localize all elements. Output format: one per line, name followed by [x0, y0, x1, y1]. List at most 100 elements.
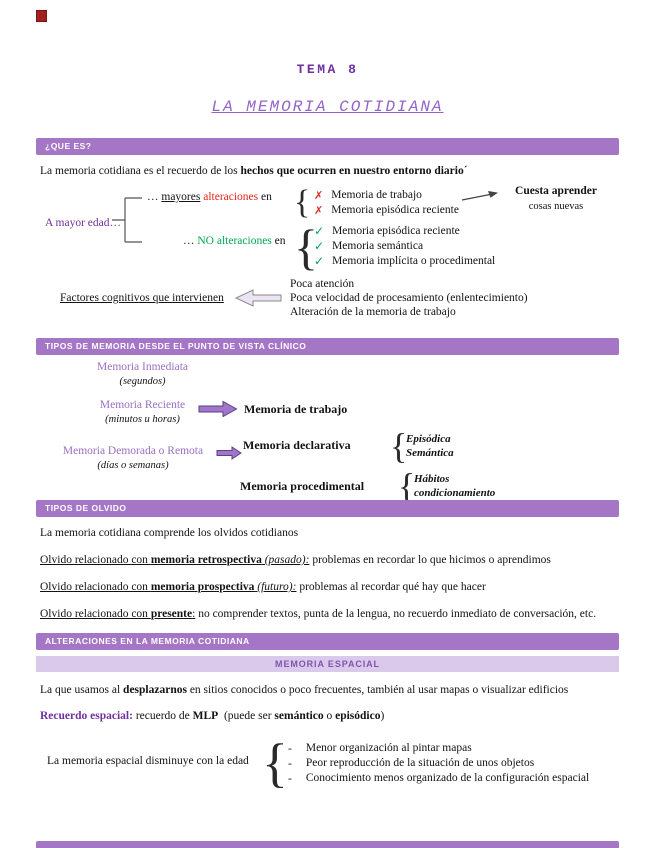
check-items-list: ✓ Memoria episódica reciente ✓ Memoria s… [314, 224, 495, 269]
line2-mlp: MLP [192, 710, 219, 722]
recuerdo-espacial-label: Recuerdo espacial: [40, 710, 133, 722]
espacial-line2: Recuerdo espacial: recuerdo de MLP (pued… [40, 709, 384, 724]
cross-item-label: Memoria de trabajo [331, 189, 422, 201]
check-item-label: Memoria semántica [332, 240, 424, 252]
olvido-item: Olvido relacionado con memoria retrospec… [40, 553, 551, 568]
olvido-bold: presente [150, 608, 193, 620]
procedimental-item: Hábitos [414, 473, 450, 485]
espacial-item-label: Peor reproducción de la situación de uno… [305, 757, 535, 769]
green-check-icon: ✓ [314, 254, 325, 268]
subsection-header-memoria-espacial: MEMORIA ESPACIAL [36, 656, 619, 672]
thick-arrow-right-icon [198, 400, 238, 418]
factor-item: Alteración de la memoria de trabajo [290, 306, 456, 318]
green-check-icon: ✓ [314, 239, 325, 253]
declarativa-items: Episódica Semántica [406, 432, 454, 460]
red-x-icon: ✗ [314, 189, 324, 202]
arrow-right-icon [460, 188, 500, 204]
memoria-inmediata-block: Memoria Inmediata (segundos) [60, 360, 225, 388]
red-x-icon: ✗ [314, 204, 324, 217]
memoria-demorada-block: Memoria Demorada o Remota (días o semana… [38, 444, 228, 472]
olvido-pre: Olvido relacionado con [40, 581, 151, 593]
olvido-colon: : [192, 608, 196, 620]
section-header-olvido: TIPOS DE OLVIDO [36, 500, 619, 517]
olvido-bold: memoria retrospectiva [150, 554, 262, 566]
section-header-clinico: TIPOS DE MEMORIA DESDE EL PUNTO DE VISTA… [36, 338, 619, 355]
list-item: - Menor organización al pintar mapas [288, 741, 589, 756]
cuesta-normal: cosas nuevas [528, 201, 584, 212]
olvido-item: Olvido relacionado con presente: no comp… [40, 607, 596, 622]
line1-bold: desplazarnos [123, 684, 187, 696]
memoria-inmediata-label: Memoria Inmediata [96, 361, 188, 373]
section-header-alteraciones: ALTERACIONES EN LA MEMORIA COTIDIANA [36, 633, 619, 650]
a-mayor-edad-label: A mayor edad… [45, 217, 122, 229]
arrow-left-outline-icon [234, 288, 282, 308]
cuesta-bold: Cuesta aprender [515, 185, 597, 197]
cross-items-list: ✗ Memoria de trabajo ✗ Memoria episódica… [314, 188, 459, 218]
declarativa-item: Semántica [406, 447, 454, 459]
line2-e: o [323, 710, 336, 722]
no-post: en [271, 235, 286, 247]
espacial-edad-label: La memoria espacial disminuye con la eda… [47, 755, 249, 767]
olvido-italic: (futuro): [254, 581, 297, 593]
memoria-reciente-label: Memoria Reciente [99, 399, 186, 411]
check-item-label: Memoria episódica reciente [332, 225, 460, 237]
line2-c: (puede ser [218, 710, 275, 722]
brace-icon: { [294, 219, 318, 275]
no-pre: … [183, 235, 198, 247]
declarativa-item: Episódica [406, 433, 451, 445]
memoria-reciente-block: Memoria Reciente (minutos u horas) [60, 398, 225, 426]
check-item-label: Memoria implícita o procedimental [332, 255, 496, 267]
mayores-pre: … [147, 191, 162, 203]
olvido-intro: La memoria cotidiana comprende los olvid… [40, 527, 299, 539]
green-check-icon: ✓ [314, 224, 325, 238]
procedimental-item: condicionamiento [414, 487, 496, 499]
dash-bullet: - [288, 772, 292, 785]
brace-icon: { [398, 466, 416, 506]
espacial-item-label: Conocimiento menos organizado de la conf… [305, 772, 590, 784]
fork-connector-icon [112, 192, 144, 246]
alteraciones-word-red: alteraciones [203, 191, 259, 203]
no-alteraciones-green: NO alteraciones [197, 235, 272, 247]
list-item: ✓ Memoria episódica reciente [314, 224, 495, 239]
olvido-pre: Olvido relacionado con [40, 608, 151, 620]
list-item: - Conocimiento menos organizado de la co… [288, 771, 589, 786]
espacial-line1: La que usamos al desplazarnos en sitios … [40, 683, 568, 698]
bottom-bar [36, 841, 619, 848]
memoria-demorada-label: Memoria Demorada o Remota [62, 445, 204, 457]
olvido-item: Olvido relacionado con memoria prospecti… [40, 580, 486, 595]
no-alteraciones-line: … NO alteraciones en [183, 234, 286, 249]
line2-episodico: episódico [335, 710, 381, 722]
olvido-rest: problemas al recordar qué hay que hacer [296, 581, 486, 593]
line2-semantico: semántico [274, 710, 324, 722]
list-item: ✓ Memoria semántica [314, 239, 495, 254]
memoria-trabajo-label: Memoria de trabajo [244, 402, 348, 416]
olvido-bold: memoria prospectiva [150, 581, 255, 593]
mayores-word: mayores [161, 191, 201, 203]
factor-item: Poca velocidad de procesamiento (enlente… [290, 292, 528, 304]
brace-icon: { [294, 184, 311, 221]
memoria-demorada-sub: (días o semanas) [97, 460, 169, 471]
memoria-inmediata-sub: (segundos) [119, 376, 166, 387]
olvido-rest: problemas en recordar lo que hicimos o a… [309, 554, 551, 566]
olvido-rest: no comprender textos, punta de la lengua… [195, 608, 597, 620]
page-title: TEMA 8 [296, 62, 359, 77]
list-item: - Peor reproducción de la situación de u… [288, 756, 589, 771]
cuesta-aprender-note: Cuesta aprender cosas nuevas [498, 184, 614, 214]
memoria-procedimental-label: Memoria procedimental [240, 479, 365, 493]
dash-bullet: - [288, 757, 292, 770]
list-item: ✓ Memoria implícita o procedimental [314, 254, 495, 269]
intro-normal: La memoria cotidiana es el recuerdo de l… [40, 165, 241, 177]
page-subtitle: LA MEMORIA COTIDIANA [211, 98, 444, 116]
intro-bold: hechos que ocurren en nuestro entorno di… [240, 165, 468, 177]
list-item: ✗ Memoria episódica reciente [314, 203, 459, 218]
brace-icon: { [390, 426, 408, 466]
olvido-pre: Olvido relacionado con [40, 554, 151, 566]
line2-a: recuerdo de [132, 710, 193, 722]
memoria-declarativa-label: Memoria declarativa [243, 438, 351, 452]
factor-item: Poca atención [290, 278, 355, 290]
line1-rest: en sitios conocidos o poco frecuentes, t… [186, 684, 569, 696]
espacial-item-label: Menor organización al pintar mapas [305, 742, 472, 754]
mayores-post: en [258, 191, 272, 203]
olvido-italic: (pasado): [261, 554, 310, 566]
